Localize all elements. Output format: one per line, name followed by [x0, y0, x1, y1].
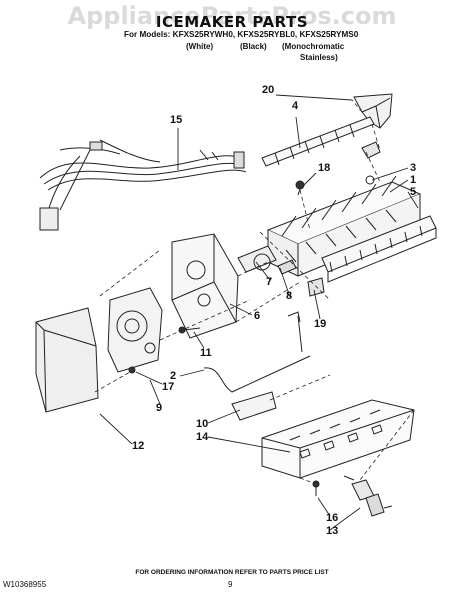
model-list: For Models: KFXS25RYWH0, KFXS25RYBL0, KF… — [124, 30, 359, 39]
screw-16 — [312, 480, 320, 496]
variant-white: (White) — [186, 42, 214, 51]
callout-20: 20 — [262, 84, 275, 96]
front-cover-part — [35, 307, 99, 413]
wire-harness-part — [39, 139, 247, 231]
callout-13: 13 — [326, 525, 339, 537]
callout-1: 1 — [410, 174, 417, 186]
callout-5: 5 — [410, 186, 417, 198]
callout-18: 18 — [318, 162, 331, 174]
callout-3: 3 — [410, 162, 417, 174]
callout-19: 19 — [314, 318, 327, 330]
watermark: AppliancePartsPros.com — [67, 2, 397, 30]
bearing-part — [361, 141, 381, 159]
base-tray-part — [261, 399, 415, 479]
document-number: W10368955 — [3, 580, 47, 589]
callout-7: 7 — [266, 276, 273, 288]
ejector-part — [261, 116, 375, 167]
shutoff-arm-part — [203, 311, 311, 393]
screw-18 — [295, 180, 305, 196]
variant-black: (Black) — [240, 42, 267, 51]
callout-8: 8 — [286, 290, 293, 302]
callout-15: 15 — [170, 114, 183, 126]
callout-10: 10 — [196, 418, 209, 430]
callout-9: 9 — [156, 402, 163, 414]
explosion-lines — [94, 99, 415, 485]
mold-heater-part — [321, 215, 437, 283]
control-housing-part — [171, 233, 239, 339]
page-number: 9 — [228, 580, 233, 589]
variant-stainless: Stainless) — [300, 53, 338, 62]
callout-2: 2 — [170, 370, 177, 382]
water-valve-part — [343, 475, 393, 517]
callout-16: 16 — [326, 512, 339, 524]
fill-trough-part — [231, 391, 277, 421]
leader-lines — [99, 94, 419, 531]
callout-12: 12 — [132, 440, 145, 452]
callout-11: 11 — [200, 347, 212, 359]
callout-6: 6 — [254, 310, 261, 322]
page-title: ICEMAKER PARTS — [155, 13, 309, 31]
callout-4: 4 — [292, 100, 299, 112]
ordering-note: FOR ORDERING INFORMATION REFER TO PARTS … — [135, 569, 329, 576]
timing-module-part — [107, 287, 163, 373]
motor-part — [237, 245, 297, 275]
bearing-ring — [365, 175, 375, 185]
screw-17 — [128, 366, 136, 374]
variant-monochromatic: (Monochromatic — [282, 42, 345, 51]
callout-14: 14 — [196, 431, 209, 443]
callout-17: 17 — [162, 381, 175, 393]
